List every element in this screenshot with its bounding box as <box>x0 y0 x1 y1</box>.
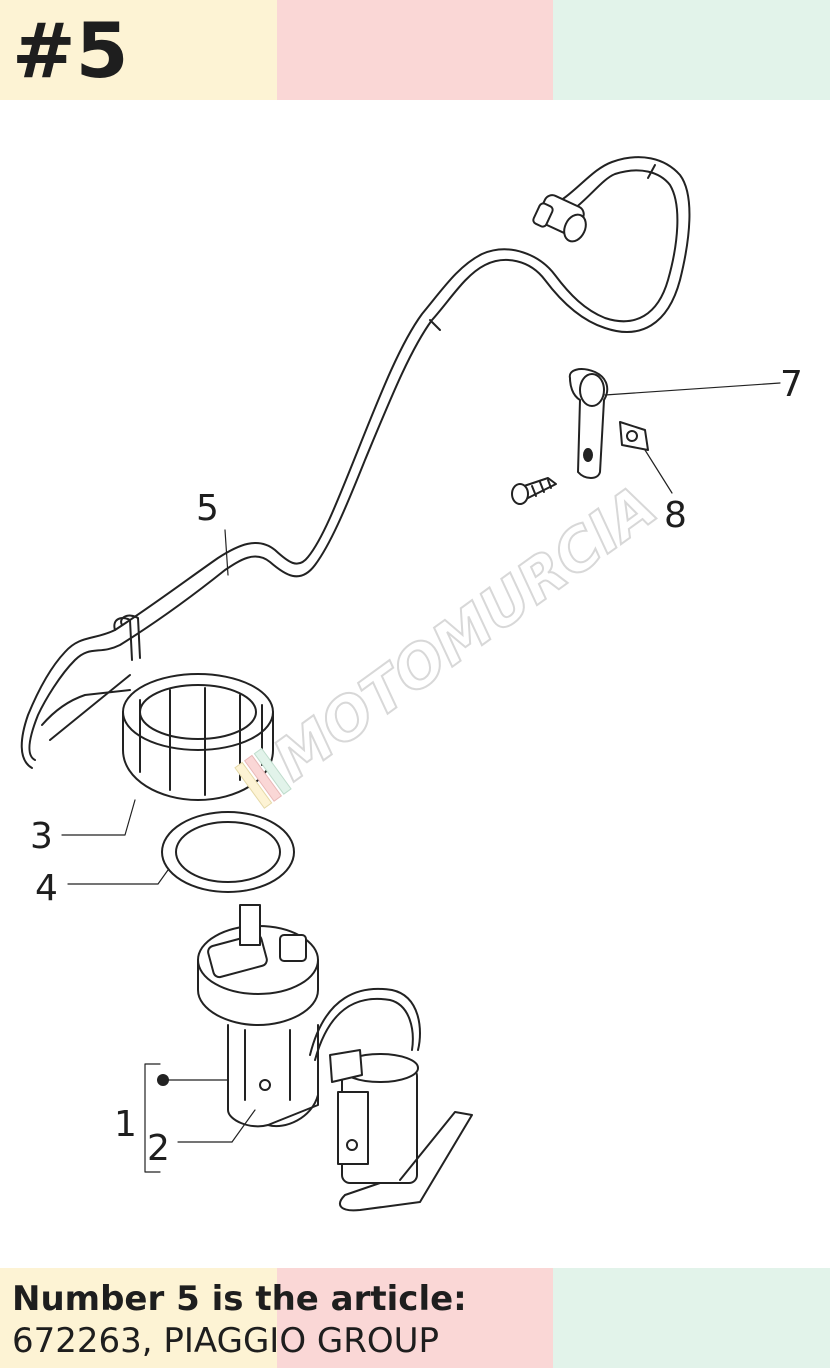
header-band-pink <box>277 0 553 100</box>
clamp-part-7 <box>568 368 609 479</box>
callout-7: 7 <box>780 364 803 405</box>
clip-nut-part-8 <box>619 421 649 451</box>
watermark: MOTOMURCIA <box>234 471 670 809</box>
leader-lines <box>61 382 781 1173</box>
footer-band-pink <box>277 1268 553 1368</box>
caption-heading: Number 5 is the article: <box>12 1279 467 1319</box>
ring-nut-part-3 <box>122 673 274 801</box>
page-title: #5 <box>12 6 129 95</box>
article-caption: Number 5 is the article: 672263, PIAGGIO… <box>12 1278 467 1362</box>
callout-5: 5 <box>196 488 219 529</box>
fuel-hose-part-5 <box>20 156 691 769</box>
footer-band <box>0 1268 830 1368</box>
callout-1: 1 <box>114 1104 137 1145</box>
header-band <box>0 0 830 100</box>
fuel-pump-assembly <box>197 904 473 1212</box>
callout-2: 2 <box>147 1128 170 1169</box>
callout-4: 4 <box>35 868 58 909</box>
parts-diagram: 5 7 8 3 4 1 2 MOTOMURCIA <box>20 156 803 1212</box>
bullet-dot <box>157 1074 169 1086</box>
header-band-yellow <box>0 0 277 100</box>
watermark-text: MOTOMURCIA <box>261 472 669 794</box>
gasket-part-4 <box>161 811 295 893</box>
footer-band-yellow <box>0 1268 277 1368</box>
callout-8: 8 <box>664 495 687 536</box>
caption-article-code: 672263, PIAGGIO GROUP <box>12 1321 440 1361</box>
screw <box>511 477 557 505</box>
footer-band-mint <box>553 1268 830 1368</box>
header-band-mint <box>553 0 830 100</box>
callout-3: 3 <box>30 816 53 857</box>
